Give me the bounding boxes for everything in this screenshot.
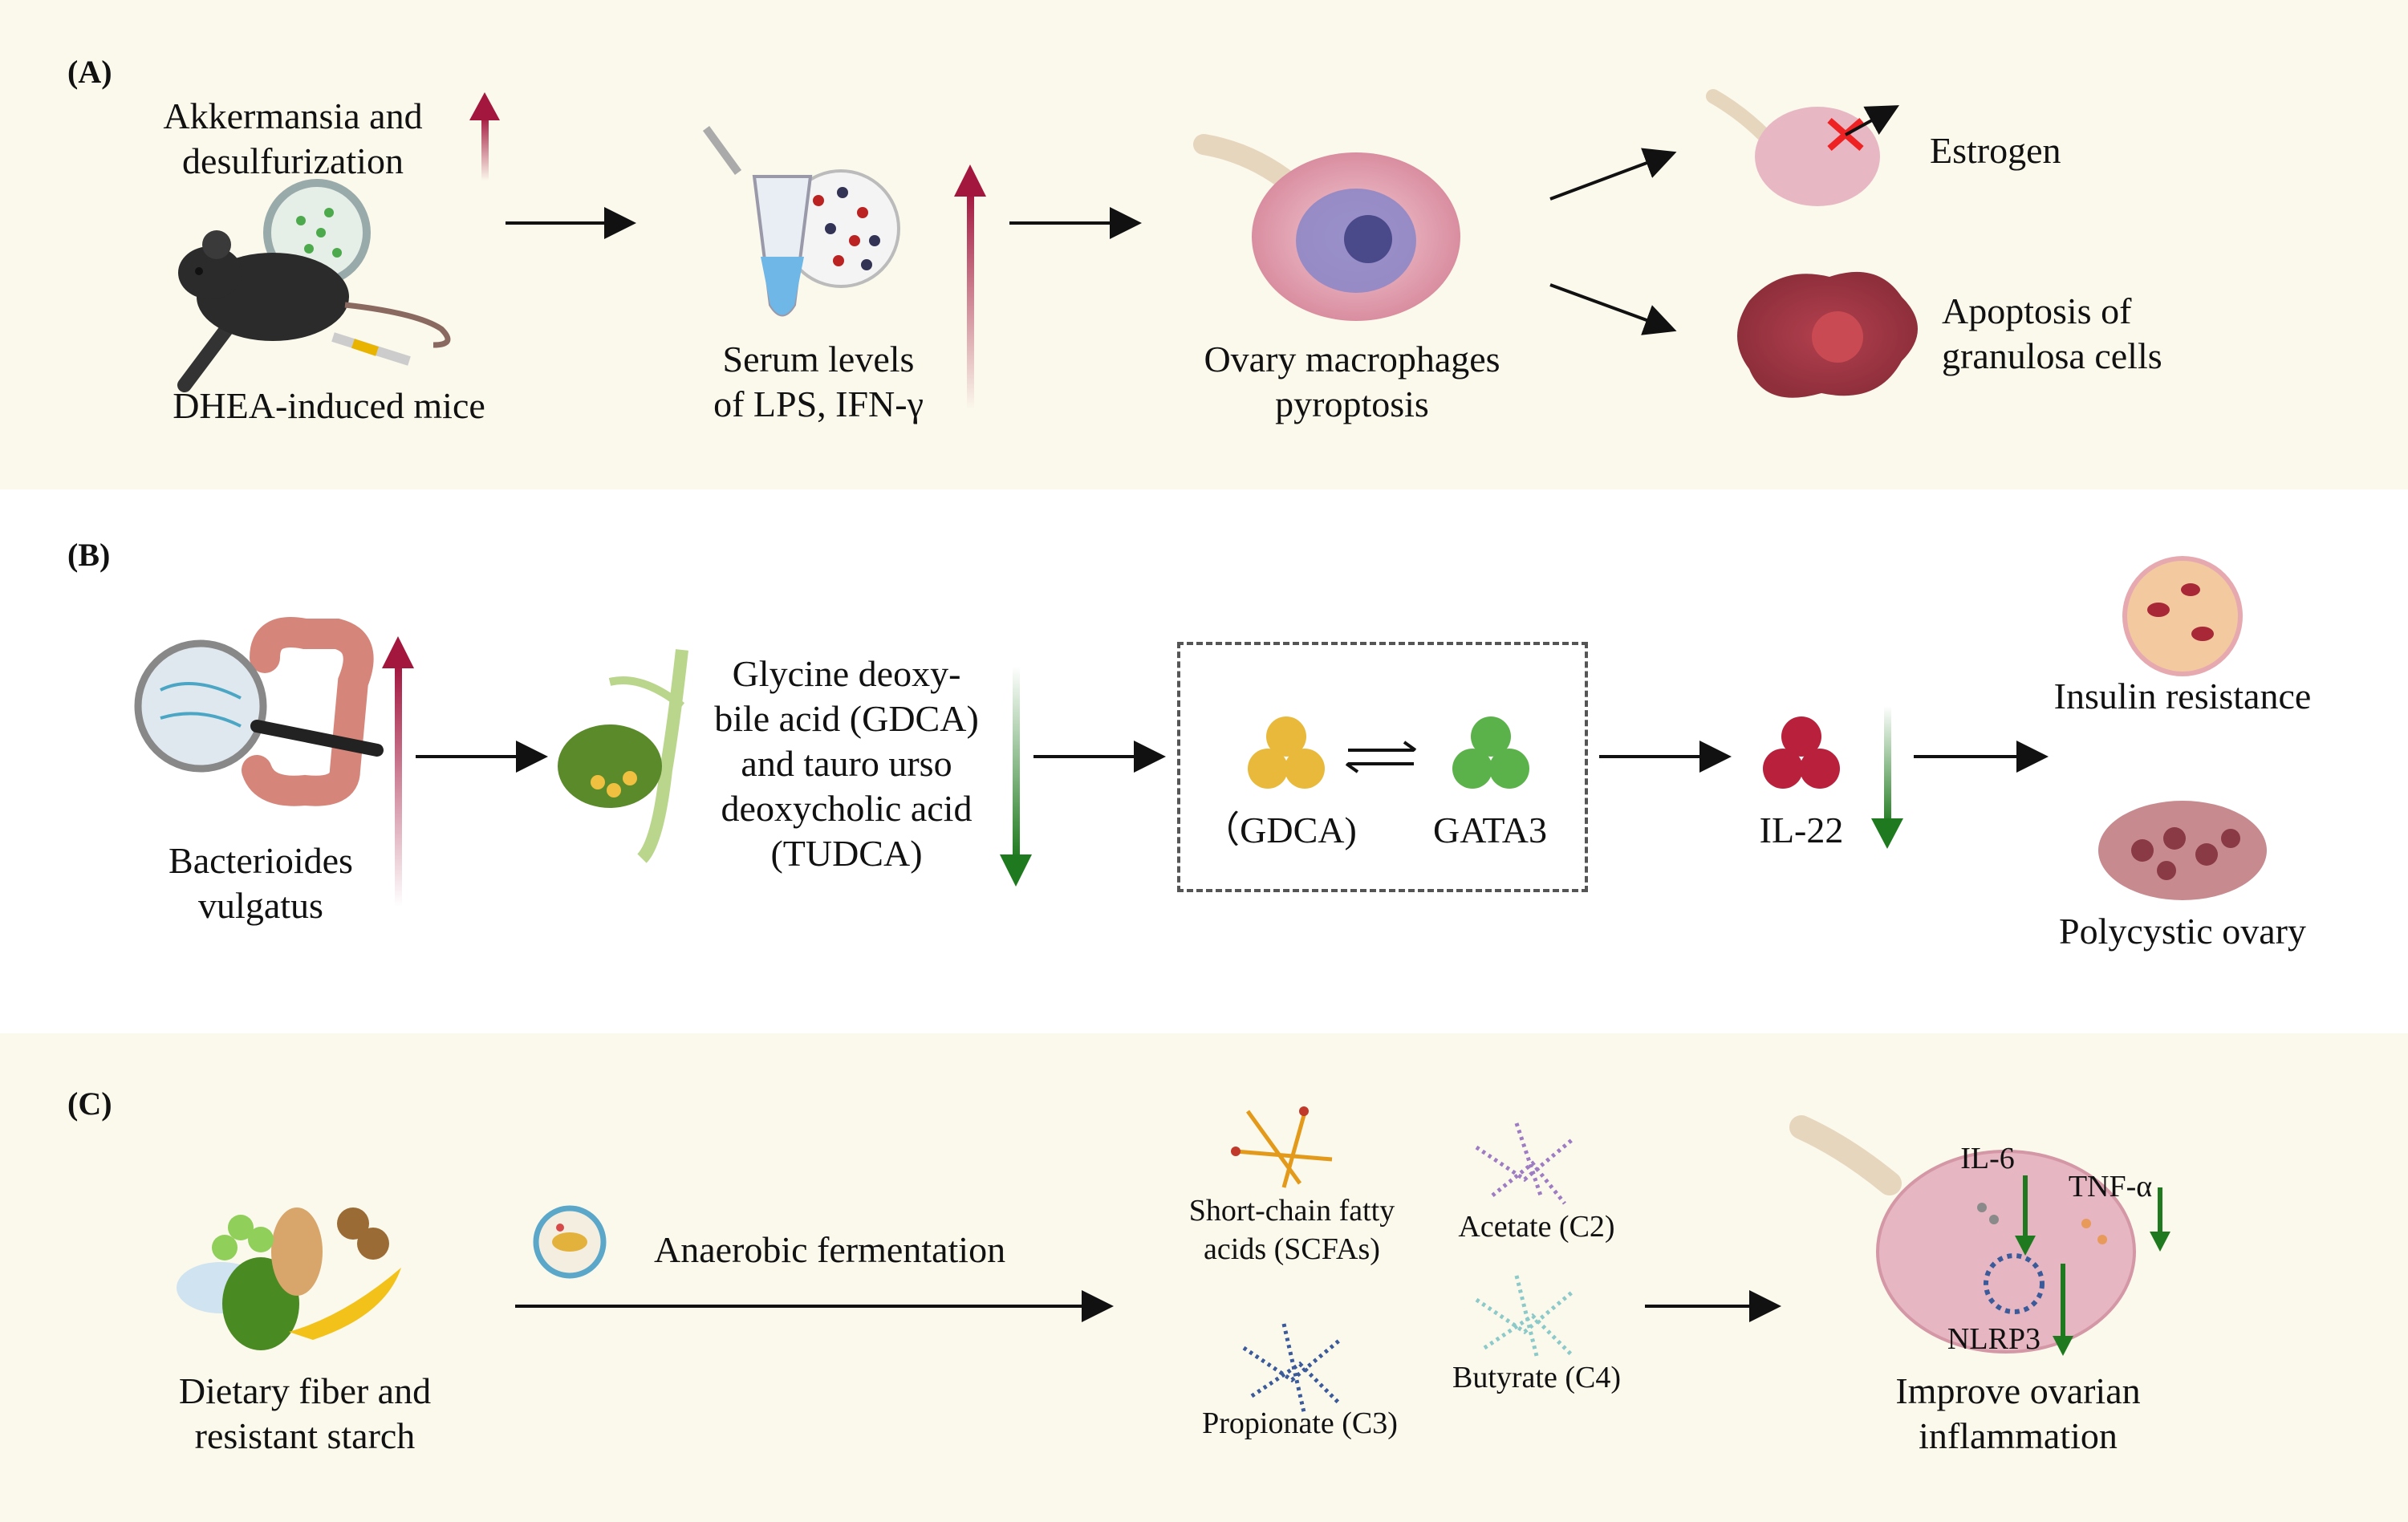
- apoptotic-cell-icon: [1737, 271, 1918, 398]
- up-arrow-bacteroides: [382, 636, 414, 907]
- bacteria-circle-icon: [533, 1205, 607, 1279]
- panel-b-label: (B): [67, 537, 111, 573]
- ovary-inflammation-icon: [1789, 1115, 2136, 1354]
- panel-a-label: (A): [67, 54, 112, 90]
- gata3-label: GATA3: [1433, 810, 1547, 850]
- polycystic-ovary-icon: [2098, 801, 2267, 900]
- scfa-structure-icon: [1231, 1106, 1333, 1188]
- polycystic-ovary-label: Polycystic ovary: [2059, 911, 2306, 952]
- intestine-magnifier-icon: [134, 617, 384, 806]
- down-arrow-tnf: [2150, 1187, 2170, 1252]
- butyrate-label: Butyrate (C4): [1452, 1361, 1621, 1394]
- gdca-gata3-box: [1177, 642, 1588, 892]
- food-icon: [177, 1207, 401, 1350]
- il22-molecule-icon: [1763, 716, 1840, 789]
- il6-label: IL-6: [1960, 1142, 2015, 1175]
- nlrp3-label: NLRP3: [1947, 1322, 2041, 1356]
- insulin-cell-icon: [2122, 556, 2243, 676]
- equilibrium-arrows: [1345, 741, 1417, 773]
- up-arrow-akkermansia: [469, 92, 500, 181]
- gdca-label: （GDCA): [1203, 810, 1357, 850]
- acetate-structure-icon: [1475, 1122, 1574, 1205]
- estrogen-label: Estrogen: [1930, 130, 2061, 171]
- il22-label: IL-22: [1759, 810, 1844, 850]
- down-arrow-bile: [1000, 666, 1032, 887]
- propionate-label: Propionate (C3): [1202, 1406, 1398, 1440]
- tnf-label: TNF-α: [2068, 1170, 2153, 1203]
- arrow-a4: [1549, 283, 1677, 335]
- propionate-structure-icon: [1242, 1323, 1342, 1413]
- ovary-macrophage-icon: [1193, 134, 1460, 321]
- butyrate-structure-icon: [1475, 1275, 1574, 1358]
- serum-tube-icon: [702, 126, 900, 317]
- ovary-estrogen-icon: [1706, 89, 1900, 206]
- acetate-label: Acetate (C2): [1458, 1210, 1615, 1244]
- panel-a: [0, 0, 2408, 489]
- down-arrow-il22: [1871, 706, 1903, 849]
- gallbladder-icon: [558, 649, 688, 863]
- mouse-icon: [177, 179, 451, 392]
- gdca-molecule-icon: [1248, 716, 1325, 789]
- down-arrow-nlrp3: [2053, 1264, 2073, 1356]
- arrow-a3: [1549, 148, 1677, 201]
- down-arrow-il6: [2015, 1175, 2036, 1256]
- fermentation-label: Anaerobic fermentation: [654, 1229, 1006, 1270]
- bile-acid-label: Glycine deoxy-bile acid (GDCA)and tauro …: [714, 653, 979, 874]
- insulin-resistance-label: Insulin resistance: [2053, 676, 2312, 716]
- mice-label: DHEA-induced mice: [173, 385, 485, 426]
- panel-c-label: (C): [67, 1086, 112, 1122]
- gata3-molecule-icon: [1452, 716, 1529, 789]
- up-arrow-serum: [954, 164, 986, 409]
